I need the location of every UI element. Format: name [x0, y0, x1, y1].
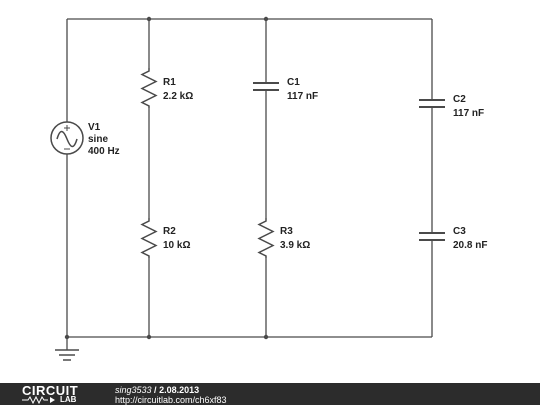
r3-value: 3.9 kΩ — [280, 240, 310, 251]
r1-name: R1 — [163, 77, 176, 88]
date: 2.08.2013 — [159, 385, 200, 395]
r2-name: R2 — [163, 226, 176, 237]
v1-type: sine — [88, 134, 108, 145]
c1-name: C1 — [287, 77, 300, 88]
v1-sine-source-icon[interactable] — [50, 121, 84, 155]
v1-name: V1 — [88, 122, 101, 133]
footer-bar: CIRCUIT LAB sing3533 / 2.08.2013 http://… — [0, 383, 540, 405]
junction-dot — [64, 334, 70, 340]
logo-text-top: CIRCUIT — [22, 383, 79, 398]
r3-name: R3 — [280, 226, 293, 237]
author-name[interactable]: sing3533 — [115, 385, 152, 395]
c3-name: C3 — [453, 226, 466, 237]
c2-capacitor-icon[interactable] — [419, 99, 445, 108]
circuit-url[interactable]: http://circuitlab.com/ch6xf83 — [115, 395, 227, 405]
c1-capacitor-icon[interactable] — [253, 82, 279, 91]
author-date-line: sing3533 / 2.08.2013 — [115, 385, 199, 395]
junction-dot — [263, 334, 269, 340]
c3-value: 20.8 nF — [453, 240, 487, 251]
r2-resistor-icon[interactable] — [140, 218, 158, 258]
logo-text-bottom: LAB — [60, 395, 77, 404]
c1-value: 117 nF — [287, 91, 318, 102]
separator: / — [151, 385, 160, 395]
c3-capacitor-icon[interactable] — [419, 232, 445, 241]
v1-frequency: 400 Hz — [88, 146, 120, 157]
junction-dot — [146, 334, 152, 340]
junction-dot — [146, 16, 152, 22]
ground-icon — [55, 337, 79, 361]
c2-name: C2 — [453, 94, 466, 105]
c2-value: 117 nF — [453, 108, 484, 119]
r1-resistor-icon[interactable] — [140, 68, 158, 108]
circuitlab-logo[interactable]: CIRCUIT LAB — [22, 383, 92, 405]
junction-dot — [263, 16, 269, 22]
r2-value: 10 kΩ — [163, 240, 190, 251]
r3-resistor-icon[interactable] — [257, 218, 275, 258]
circuit-schematic: V1 sine 400 Hz R1 2.2 kΩ R2 10 kΩ C1 117… — [50, 16, 487, 361]
logo-resistor-icon — [22, 395, 55, 405]
r1-value: 2.2 kΩ — [163, 91, 193, 102]
